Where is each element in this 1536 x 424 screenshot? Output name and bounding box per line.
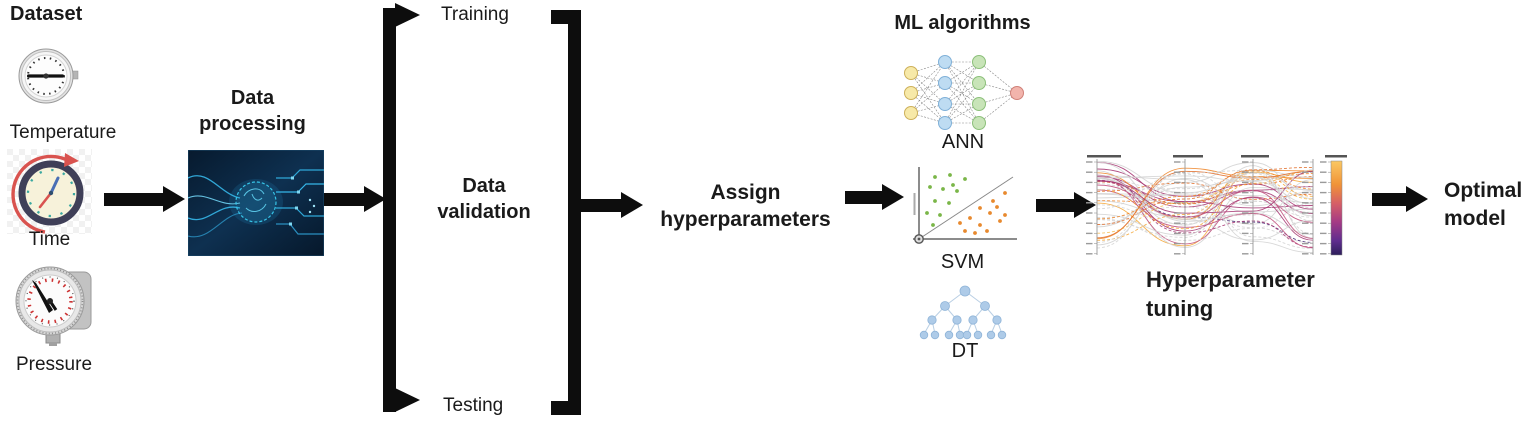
time-label: Time [28,229,71,250]
data-validation-label: Data validation [437,175,531,223]
dataset-title: Dataset [10,3,83,25]
flow-arrow-dataset-to-processing [104,186,185,212]
testing-label: Testing [443,395,504,416]
svm-plot-image [913,167,1017,244]
ann-label: ANN [941,131,985,153]
split-arrowhead-training [395,3,420,27]
optimal-model-label: Optimal model [1444,179,1523,230]
data-processing-title: Data processing [199,87,306,135]
dt-label: DT [951,340,979,362]
hyperparameter-tuning-label: Hyperparameter tuning [1146,267,1315,321]
ml-algorithms-title: ML algorithms [894,12,1031,34]
pressure-gauge-icon [15,266,92,346]
flow-arrow-processing-to-split [324,186,386,212]
merge-bracket-top-stub [551,10,581,24]
clock-icon [7,149,92,234]
data-processing-image [188,150,324,256]
flow-arrow-split-to-assign [581,192,643,218]
training-label: Training [441,4,509,25]
flow-arrow-tuning-to-optimal [1372,186,1428,212]
merge-bracket-close [568,10,581,415]
ann-diagram-image [904,55,1024,130]
pressure-label: Pressure [15,354,93,375]
flow-arrow-algorithms-to-tuning [1036,192,1096,218]
parallel-coordinates-plot-image [1086,155,1347,256]
split-bracket-open [383,8,396,412]
temperature-gauge-icon [18,48,79,104]
merge-bracket-bottom-stub [551,401,581,415]
svm-label: SVM [940,251,985,273]
flow-arrow-assign-to-algorithms [845,184,904,210]
dt-diagram-image [919,285,1007,340]
temperature-label: Temperature [9,122,117,143]
split-arrowhead-testing [395,388,420,412]
assign-hyperparameters-label: Assign hyperparameters [660,181,831,231]
